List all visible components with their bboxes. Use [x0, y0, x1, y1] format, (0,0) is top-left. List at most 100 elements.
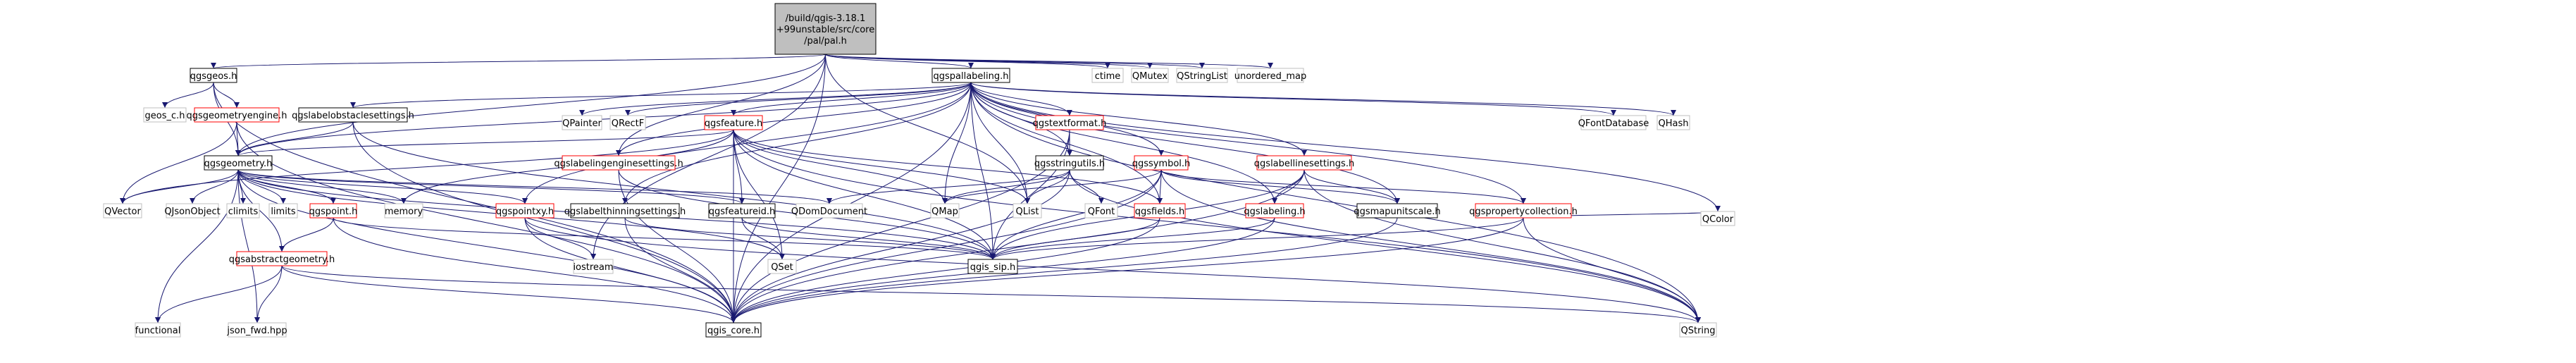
node-qgsgeos-h[interactable]: qgsgeos.h	[190, 68, 237, 83]
node-box	[1475, 203, 1572, 219]
node-label: qgsfields.h	[1135, 207, 1184, 217]
edge-qgsstringutils_h-to-QMap	[942, 169, 1070, 204]
node-qgssymbol-h[interactable]: qgssymbol.h	[1132, 155, 1191, 171]
edge-qgslabelthinningsettings_h-to-qgis_core_h	[624, 217, 736, 324]
edge-qgspallabeling_h-to-qgsgeometry_h	[235, 82, 972, 156]
node-qgspropertycollection-h[interactable]: qgspropertycollection.h	[1469, 203, 1578, 219]
node-qgspallabeling-h[interactable]: qgspallabeling.h	[931, 68, 1010, 83]
edge-qgspropertycollection_h-to-qgis_sip_h	[990, 217, 1524, 260]
node-label: qgis_core.h	[707, 326, 760, 336]
node-label: qgsabstractgeometry.h	[229, 254, 335, 265]
node-label: functional	[135, 326, 181, 336]
node-qgslabeling-h[interactable]: qgslabeling.h	[1244, 203, 1306, 219]
node-qgspointxy-h[interactable]: qgspointxy.h	[495, 203, 555, 219]
node-label: QString	[1680, 326, 1715, 336]
node-box	[774, 3, 877, 55]
edge-qgsgeometry_h-to-qgsabstractgeometry_h	[237, 169, 285, 252]
node-box	[1679, 322, 1717, 338]
node-QRectF: QRectF	[609, 115, 646, 130]
node-qgslabelingenginesettings-h[interactable]: qgslabelingenginesettings.h	[554, 155, 683, 171]
node-box	[1580, 115, 1647, 130]
node-box	[1657, 115, 1690, 130]
node-qgis-core-h[interactable]: qgis_core.h	[705, 322, 762, 338]
edge-qgspallabeling_h-to-qgis_sip_h	[970, 82, 996, 260]
edge-qgsgeos_h-to-qgis_core_h	[213, 82, 736, 324]
node-label: unordered_map	[1234, 71, 1307, 82]
node-box	[1237, 68, 1304, 83]
node-label: qgspropertycollection.h	[1469, 207, 1578, 217]
node-qgslabellinesettings-h[interactable]: qgslabellinesettings.h	[1254, 155, 1354, 171]
node-label: /pal/pal.h	[804, 36, 847, 47]
node-label: iostream	[573, 262, 613, 273]
node-QFontDatabase: QFontDatabase	[1578, 115, 1649, 130]
node-label: QMap	[931, 207, 958, 217]
node-qgsmapunitscale-h[interactable]: qgsmapunitscale.h	[1354, 203, 1441, 219]
node-box	[562, 155, 676, 171]
node-label: climits	[228, 207, 259, 217]
node-box	[931, 68, 1010, 83]
node-qgspoint-h[interactable]: qgspoint.h	[309, 203, 358, 219]
node-qgsfields-h[interactable]: qgsfields.h	[1134, 203, 1186, 219]
edge-qgspallabeling_h-to-qgslabelthinningsettings_h	[622, 82, 972, 204]
node-pal-h[interactable]: /build/qgis-3.18.1+99unstable/src/core/p…	[774, 3, 877, 55]
edge-qgssymbol_h-to-qgis_sip_h	[990, 169, 1162, 260]
edge-qgsabstractgeometry_h-to-functional	[155, 265, 283, 324]
node-qgsfeature-h[interactable]: qgsfeature.h	[704, 115, 763, 130]
edge-pal_h-to-qgspallabeling_h	[825, 54, 974, 69]
node-memory: memory	[384, 203, 423, 219]
node-box	[1035, 155, 1104, 171]
node-qgstextformat-h[interactable]: qgstextformat.h	[1033, 115, 1107, 130]
edge-qgspallabeling_h-to-QMap	[942, 82, 972, 204]
edge-qgsgeometry_h-to-QJsonObject	[190, 169, 239, 204]
node-qgis-sip-h[interactable]: qgis_sip.h	[967, 259, 1018, 274]
node-label: QDomDocument	[791, 207, 867, 217]
edge-pal_h-to-qgsgeometry_h	[235, 54, 826, 156]
node-label: QJsonObject	[164, 207, 220, 217]
node-qgslabelobstaclesettings-h[interactable]: qgslabelobstaclesettings.h	[292, 107, 414, 123]
edge-qgspointxy_h-to-QString	[524, 217, 1701, 324]
node-box	[190, 68, 237, 83]
node-box	[705, 322, 762, 338]
edge-qgsfeature_h-to-QList	[733, 129, 1030, 204]
node-qgsgeometry-h[interactable]: qgsgeometry.h	[204, 155, 273, 171]
edge-qgslabelobstaclesettings_h-to-qgis_sip_h	[352, 121, 996, 260]
edge-qgslabellinesettings_h-to-QString	[1304, 169, 1701, 324]
edge-qgssymbol_h-to-qgsmapunitscale_h	[1160, 169, 1400, 204]
node-box	[1134, 155, 1189, 171]
edge-pal_h-to-QMutex	[825, 54, 1153, 69]
edge-qgssymbol_h-to-qgspropertycollection_h	[1160, 169, 1526, 204]
edge-qgspallabeling_h-to-qgsfields_h	[970, 82, 1163, 204]
node-label: qgis_sip.h	[970, 262, 1015, 273]
node-geos-c-h: geos_c.h	[143, 107, 187, 123]
edge-qgsstringutils_h-to-QFont	[1069, 169, 1104, 204]
node-label: qgspoint.h	[309, 207, 358, 217]
node-QVector: QVector	[103, 203, 142, 219]
node-qgsabstractgeometry-h[interactable]: qgsabstractgeometry.h	[229, 251, 335, 266]
edge-qgslabelobstaclesettings_h-to-qgsgeometry_h	[235, 121, 354, 156]
node-label: qgssymbol.h	[1132, 159, 1191, 169]
node-box	[704, 115, 763, 130]
node-QPainter: QPainter	[562, 115, 602, 130]
edge-qgspropertycollection_h-to-QString	[1523, 217, 1701, 324]
edge-pal_h-to-unordered_map	[825, 54, 1273, 69]
node-label: qgsfeatureid.h	[709, 207, 775, 217]
node-label: QColor	[1702, 214, 1734, 225]
node-box	[930, 203, 960, 219]
node-box	[570, 203, 680, 219]
node-QSet: QSet	[767, 259, 797, 274]
node-qgsstringutils-h[interactable]: qgsstringutils.h	[1034, 155, 1105, 171]
edge-qgspallabeling_h-to-qgslabellinesettings_h	[970, 82, 1307, 156]
edge-qgsfeature_h-to-qgis_sip_h	[733, 129, 996, 260]
node-qgsfeatureid-h[interactable]: qgsfeatureid.h	[708, 203, 776, 219]
edge-qgsmapunitscale_h-to-qgis_core_h	[731, 217, 1398, 324]
edge-pal_h-to-qgslabelingenginesettings_h	[616, 54, 826, 156]
edge-qgslabellinesettings_h-to-qgis_core_h	[731, 169, 1305, 324]
node-qgsgeometryengine-h[interactable]: qgsgeometryengine.h	[187, 107, 287, 123]
node-label: qgslabelobstaclesettings.h	[292, 111, 414, 121]
node-iostream: iostream	[573, 259, 614, 274]
edge-qgspallabeling_h-to-qgspropertycollection_h	[970, 82, 1526, 204]
node-qgslabelthinningsettings-h[interactable]: qgslabelthinningsettings.h	[564, 203, 686, 219]
edge-pal_h-to-qgsgeos_h	[211, 54, 826, 69]
edge-qgspallabeling_h-to-qgsmapunitscale_h	[970, 82, 1400, 204]
node-QMutex: QMutex	[1131, 68, 1169, 83]
